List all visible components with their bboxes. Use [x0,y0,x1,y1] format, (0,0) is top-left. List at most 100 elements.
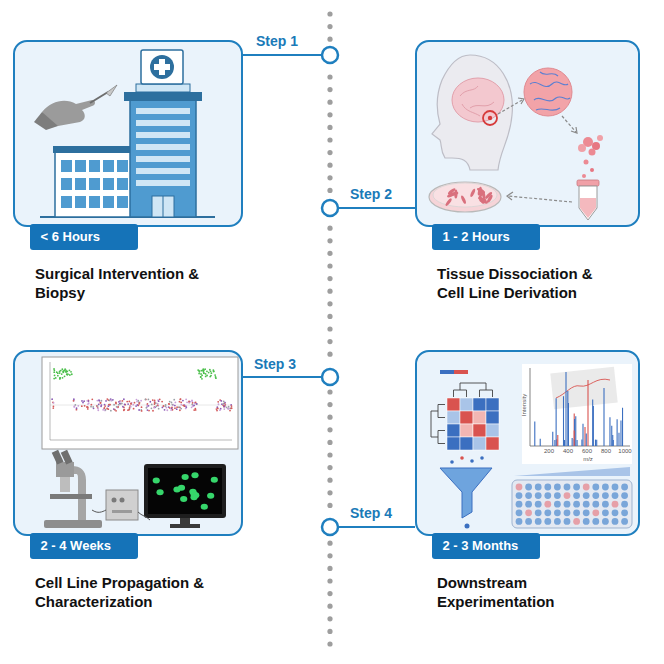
illustration-shape [118,401,120,403]
illustration-shape [573,509,580,516]
illustration-shape [180,404,182,406]
illustration-shape [65,371,67,373]
illustration-shape [327,314,332,319]
illustration-shape [62,371,64,373]
illustration-shape [62,370,64,372]
illustration-shape [144,464,226,518]
illustration-shape [327,74,332,79]
illustration-shape [34,112,58,130]
illustration-shape [61,196,72,208]
illustration-shape [484,191,493,200]
illustration-shape [243,376,322,378]
illustration-shape [131,402,133,404]
illustration-shape [153,478,160,484]
illustration-shape [447,398,460,411]
illustration-shape [134,402,136,404]
illustration-shape [327,389,332,394]
illustration-shape [612,492,619,499]
illustration-shape [516,518,523,525]
illustration-shape [164,409,166,411]
illustration-shape [621,484,628,491]
illustration-shape [415,350,640,536]
illustration-shape [144,398,146,400]
step-label: Step 2 [350,186,392,203]
illustration-shape [107,408,109,410]
illustration-shape [171,402,173,404]
illustration-shape [53,146,135,153]
illustration-shape [180,398,182,400]
illustration-shape [322,369,338,385]
illustration-shape [103,178,114,190]
illustration-shape [445,186,494,206]
illustration-shape [130,403,132,405]
illustration-shape [121,402,123,404]
illustration-shape [216,408,218,410]
illustration-shape [90,92,108,103]
illustration-shape [535,492,542,499]
illustration-shape [554,492,561,499]
illustration-shape [115,402,117,404]
illustration-shape [107,405,109,407]
illustration-shape [204,368,206,370]
illustration-shape [486,424,499,437]
illustration-shape [191,400,193,402]
illustration-shape [571,127,577,133]
illustration-shape [147,398,149,400]
illustration-shape [170,524,200,528]
illustration-shape [213,371,215,373]
illustration-shape [194,402,196,404]
illustration-shape [105,409,107,411]
illustration-shape [145,407,147,409]
illustration-shape [229,408,231,410]
illustration-shape [514,467,630,476]
illustration-shape [550,367,617,409]
illustration-shape [141,50,183,84]
illustration-shape [223,403,225,405]
illustration-shape [148,468,222,514]
illustration-shape [460,411,473,424]
illustration-shape [200,376,202,378]
illustration-shape [578,144,586,152]
illustration-shape [327,163,332,168]
illustration-shape [327,112,332,117]
illustration-shape [154,64,170,70]
illustration-shape [447,411,460,424]
illustration-shape [104,410,106,412]
illustration-shape [103,408,105,410]
duration-tag: 2 - 4 Weeks [30,533,138,559]
illustration-shape [69,369,71,371]
illustration-shape [592,518,599,525]
illustration-shape [129,407,131,409]
illustration-shape [62,377,64,379]
illustration-shape [203,372,205,374]
illustration-shape [136,84,190,92]
illustration-shape [327,440,332,445]
illustration-shape [100,402,102,404]
illustration-shape [327,566,332,571]
illustration-shape [572,438,573,446]
illustration-shape [612,509,619,516]
illustration-shape [557,435,558,446]
illustration-shape [61,368,63,370]
illustration-shape [621,501,628,508]
timeline [243,11,415,646]
illustration-shape [564,492,571,499]
illustration-shape [327,415,332,420]
illustration-shape [75,178,86,190]
illustration-shape [573,501,580,508]
step-panel: Tissue Dissociation & Cell Line Derivati… [415,40,640,227]
illustration-shape [508,196,572,202]
illustration-shape [445,198,453,207]
illustration-shape [96,400,98,402]
illustration-shape [577,440,578,446]
illustration-shape [135,405,137,407]
illustration-shape [13,350,243,536]
illustration-shape [141,410,143,412]
illustration-shape [574,413,575,446]
illustration-shape [582,174,586,178]
experimentation [431,364,632,529]
illustration-shape [152,196,174,217]
illustration-shape [51,398,53,400]
illustration-shape [612,435,613,446]
illustration-shape [554,440,555,446]
